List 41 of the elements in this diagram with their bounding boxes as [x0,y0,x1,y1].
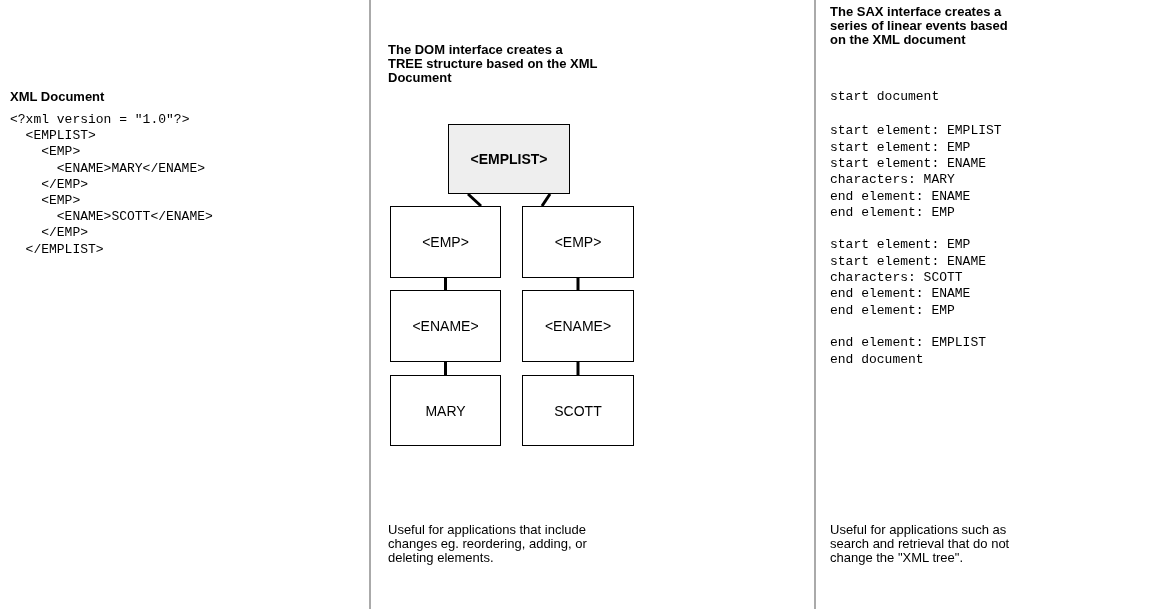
code-line: <EMP> [41,144,81,161]
connector-line [444,278,447,290]
event-line: end element: ENAME [830,189,971,205]
column-heading: The DOM interface creates a TREE structure based on the XML Document [388,43,598,85]
event-line: characters: SCOTT [830,270,963,286]
event-line: characters: MARY [830,172,955,188]
tree-node: MARY [390,375,501,446]
connector-line [467,192,482,208]
code-line: </EMP> [41,225,88,242]
event-line: end element: EMPLIST [830,335,987,351]
connector-line [444,362,447,375]
code-line: <ENAME>MARY</ENAME> [56,160,206,177]
event-line: end element: EMP [830,205,955,221]
event-line: start element: EMPLIST [830,123,1002,139]
connector-line [576,278,580,290]
tree-node: SCOTT [522,375,634,446]
description-text: Useful for applications such as search and retrieval that do not change the "XML tree". [830,523,1011,565]
column-heading: XML Document [10,90,105,104]
code-line: <ENAME>SCOTT</ENAME> [56,209,213,226]
event-line: start element: EMP [830,140,971,156]
event-line: end element: EMP [830,303,955,319]
event-line: start document [830,89,940,105]
code-line: <EMPLIST> [25,128,96,145]
code-line: </EMP> [41,176,88,193]
description-text: Useful for applications that include changes eg. reordering, adding, or deleting elements. [388,523,588,565]
event-line: end element: ENAME [830,286,971,302]
event-line: start element: EMP [830,237,971,253]
connector-line [540,193,552,207]
tree-node: <EMPLIST> [448,124,570,194]
event-line: start element: ENAME [830,254,987,270]
tree-node: <ENAME> [390,290,501,362]
tree-node: <EMP> [522,206,634,278]
connector-line [576,362,580,375]
tree-node: <ENAME> [522,290,634,362]
code-line: <EMP> [41,193,81,209]
code-line: </EMPLIST> [25,241,104,258]
event-line: end document [830,352,924,368]
column-heading: The SAX interface creates a series of linear events based on the XML document [830,5,1009,47]
tree-node: <EMP> [390,206,501,278]
code-line: <?xml version = "1.0"?> [10,112,190,128]
event-line: start element: ENAME [830,156,987,172]
